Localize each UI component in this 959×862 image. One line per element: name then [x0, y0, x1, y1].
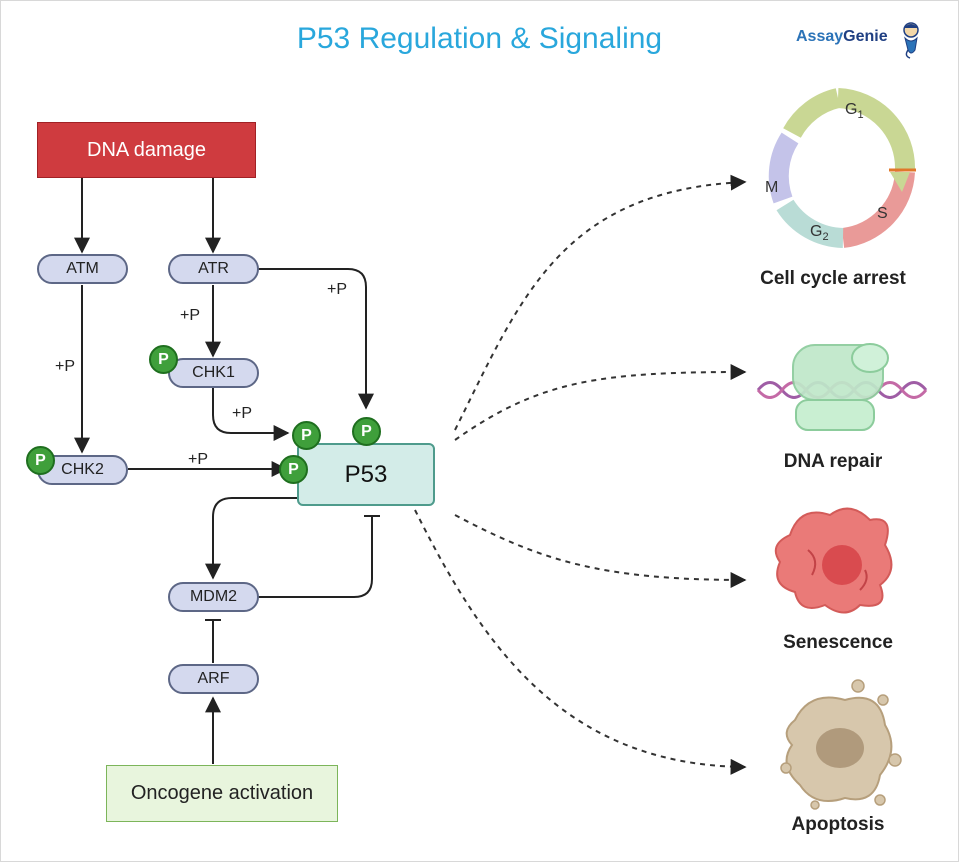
edge-atr-p53 [258, 268, 374, 410]
plus-p-atr-chk1-label: +P [180, 307, 201, 324]
edge-p53-senescence [454, 514, 747, 588]
edge-p53-apoptosis [414, 509, 747, 775]
phase-s-label: S [877, 205, 888, 222]
phospho-p53-top-icon: P [352, 417, 381, 446]
phospho-p53-left-icon: P [279, 455, 308, 484]
p53-node: P53 [297, 443, 435, 506]
logo-part-2: Genie [843, 28, 888, 45]
plus-p-atm-chk2-label: +P [55, 358, 76, 375]
phospho-p53-left-top-icon: P [292, 421, 321, 450]
mdm2-node: MDM2 [168, 582, 259, 612]
phase-g1-main: G [845, 101, 857, 118]
diagram-title: P53 Regulation & Signaling [296, 22, 663, 55]
dna-repair-icon [756, 343, 928, 431]
phospho-chk1-icon: P [149, 345, 178, 374]
apoptosis-cell-icon [780, 679, 902, 810]
outcome-dna-repair: DNA repair [783, 451, 883, 472]
phase-g1-subscript: 1 [857, 109, 863, 121]
outcome-senescence: Senescence [783, 632, 893, 653]
outcome-cell-cycle-arrest: Cell cycle arrest [760, 268, 906, 289]
atr-node: ATR [168, 254, 259, 284]
phase-g2-subscript: 2 [822, 231, 828, 243]
phase-g1-label: G1 [845, 101, 864, 121]
edge-p53-mdm2 [205, 497, 297, 580]
edge-chk1-p53 [212, 388, 290, 441]
cell-cycle-ring-icon [768, 88, 916, 248]
phase-g2-label: G2 [810, 223, 829, 243]
arf-node: ARF [168, 664, 259, 694]
logo-part-1: Assay [796, 28, 844, 45]
atm-node: ATM [37, 254, 128, 284]
edge-p53-cell-cycle-arrest [454, 174, 747, 431]
phospho-chk2-icon: P [26, 446, 55, 475]
phase-m-label: M [765, 179, 778, 196]
dna-damage-node: DNA damage [37, 122, 256, 178]
genie-icon [903, 22, 919, 59]
plus-p-chk2-p53-label: +P [188, 451, 209, 468]
plus-p-chk1-p53-label: +P [232, 405, 253, 422]
edge-p53-dna-repair [454, 364, 747, 441]
phase-g2-main: G [810, 223, 822, 240]
senescence-cell-icon [774, 507, 893, 614]
plus-p-atr-p53-label: +P [327, 281, 348, 298]
assay-genie-logo: AssayGenie [796, 28, 888, 46]
outcome-apoptosis: Apoptosis [791, 814, 885, 835]
chk1-node: CHK1 [168, 358, 259, 388]
edge-mdm2-inhibit-p53 [258, 516, 373, 598]
oncogene-activation-node: Oncogene activation [106, 765, 338, 822]
